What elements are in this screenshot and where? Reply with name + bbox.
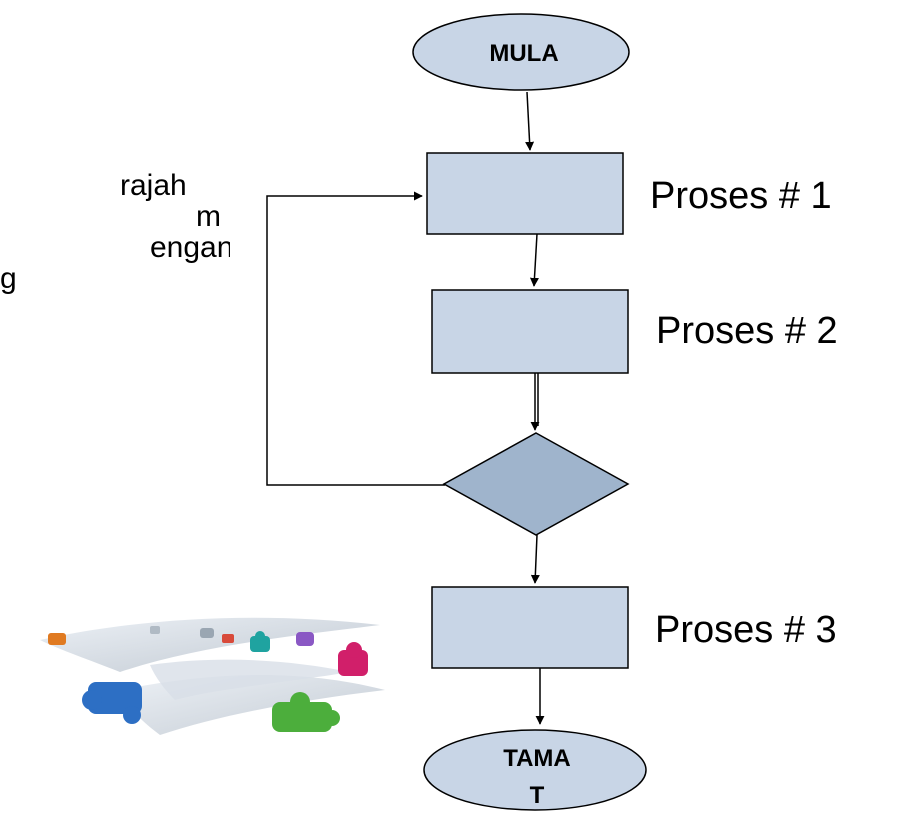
- puzzle-piece-grey-1: [200, 628, 214, 638]
- arrow-proc1-to-proc2: [529, 233, 539, 287]
- puzzle-swirl-center: [150, 659, 350, 700]
- puzzle-piece-violet: [296, 632, 314, 646]
- process-1-label: Proses # 1: [650, 175, 832, 217]
- process-2-label: Proses # 2: [656, 310, 838, 352]
- start-label: MULA: [489, 40, 558, 67]
- end-terminal: TAMA T: [423, 729, 647, 811]
- start-terminal: MULA: [412, 13, 630, 91]
- side-text-line-1: rajah: [120, 170, 187, 202]
- puzzle-piece-red: [222, 634, 234, 643]
- process-3: Proses # 3: [431, 586, 837, 669]
- decision: [442, 432, 630, 536]
- puzzle-piece-orange: [48, 633, 66, 645]
- end-label-line-2: T: [530, 782, 545, 809]
- puzzle-piece-magenta: [338, 642, 368, 676]
- side-text-line-3: engan: [150, 231, 230, 264]
- side-text-line-2: m: [196, 200, 221, 233]
- puzzle-piece-teal: [250, 631, 270, 652]
- process-1-box: [426, 152, 624, 235]
- process-3-label: Proses # 3: [655, 609, 837, 651]
- side-text-line-4: g: [0, 262, 17, 294]
- connectors: [266, 91, 545, 725]
- process-3-box: [431, 586, 629, 669]
- puzzle-piece-grey-2: [150, 626, 160, 634]
- puzzle-network-image: [20, 597, 395, 744]
- puzzle-swirl-upper: [40, 617, 380, 672]
- side-text: rajah m engan g: [0, 170, 230, 294]
- process-1: Proses # 1: [426, 152, 832, 235]
- process-2-box: [431, 289, 629, 374]
- end-label-line-1: TAMA: [503, 745, 571, 772]
- process-2: Proses # 2: [431, 289, 838, 374]
- start-ellipse: [412, 13, 630, 91]
- arrow-start-to-proc1: [525, 91, 535, 151]
- puzzle-piece-green: [272, 692, 340, 732]
- puzzle-piece-blue: [82, 682, 142, 724]
- loop-back-line: [266, 191, 445, 486]
- decision-diamond: [442, 432, 630, 536]
- end-ellipse: [423, 729, 647, 811]
- arrow-decision-to-proc3: [530, 534, 540, 584]
